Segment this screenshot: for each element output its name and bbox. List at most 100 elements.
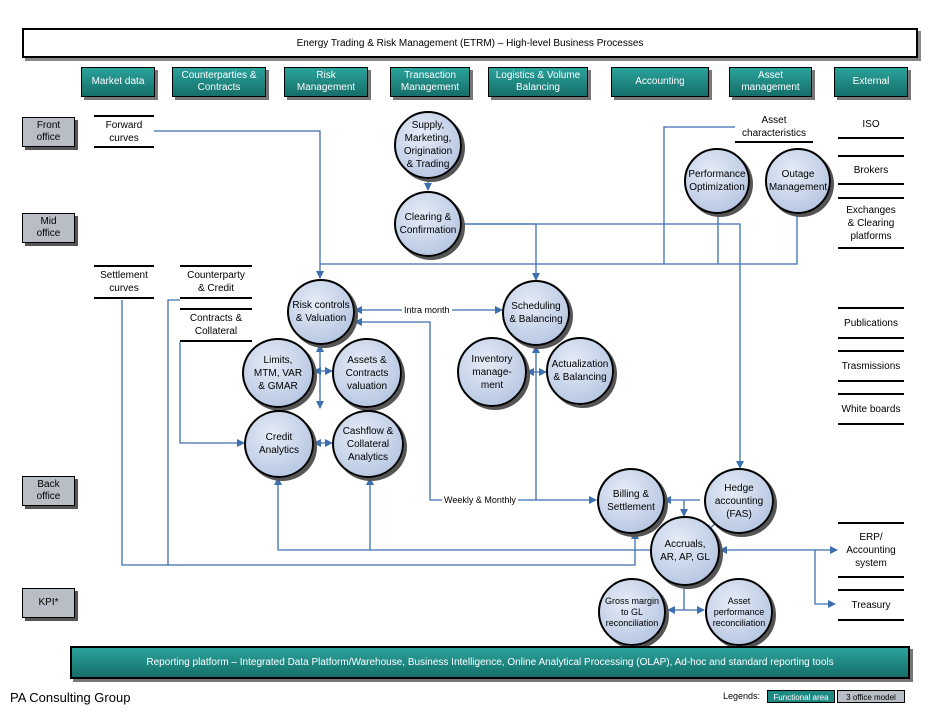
store-label: Collateral [194,326,238,337]
functional-area-label: Logistics & Volume [495,70,581,81]
process-label: Hedge [724,482,754,494]
store-label: platforms [850,230,892,242]
store-label: curves [109,132,139,144]
process-label: (FAS) [726,508,752,520]
process-label: Credit [265,432,293,443]
store-label: Asset [761,114,787,126]
process-label: Performance [688,169,746,180]
process-limits: Limits,MTM, VAR& GMAR [242,338,314,408]
level-label: office [36,228,61,239]
functional-area-label: Transaction [404,70,456,81]
process-label: Actualization [551,359,609,370]
store-label: Exchanges [846,204,896,216]
functional-area-label: Contracts [197,82,241,93]
legend-functional-area: Functional area [767,690,835,703]
process-label: Limits, [263,354,293,366]
process-label: Supply, [411,120,445,131]
process-label: & Valuation [295,313,347,324]
process-label: Inventory [471,353,513,365]
level-label: KPI* [38,597,59,608]
store-label: curves [109,283,139,294]
functional-area-label: management [741,82,800,93]
process-label: & Balancing [509,314,563,325]
process-accruals: Accruals,AR, AP, GL [650,516,720,586]
process-label: Accruals, [664,539,706,550]
process-supply-trading: Supply,Marketing,Origination& Trading [394,111,462,179]
level-label: office [36,132,61,143]
process-label: Clearing & [404,212,452,223]
process-label: accounting [714,495,764,507]
store-label: ERP/ [859,531,883,543]
store-label: Trasmissions [841,360,901,372]
process-clearing: Clearing & Confirmation [394,191,462,257]
process-label: Outage [781,169,815,180]
process-label: Analytics [258,445,299,456]
store-treasury: Treasury [838,589,904,621]
process-label: Contracts [345,367,389,379]
level-kpi: KPI* [22,588,75,618]
process-label: MTM, VAR [253,367,303,379]
store-brokers: Brokers [838,155,904,185]
process-label: to GL [620,606,643,617]
footer-company: PA Consulting Group [10,690,131,705]
functional-area-external: External [834,67,908,97]
store-iso: ISO [838,111,904,139]
legend-office-model: 3 office model [837,690,905,703]
store-label: & Credit [197,283,235,294]
store-label: Brokers [853,164,889,176]
store-label: system [855,557,887,569]
functional-area-label: Risk [316,70,336,81]
process-label: & Trading [406,159,450,170]
process-label: Asset [727,595,751,606]
store-label: ISO [862,118,880,130]
store-counterparty-credit: Counterparty& Credit [180,265,252,299]
process-actualization: Actualization & Balancing [546,337,614,405]
process-label: Confirmation [399,225,457,236]
process-label: Analytics [347,451,388,463]
store-label: Treasury [851,599,891,611]
process-risk-controls: Risk controls& Valuation [287,279,355,345]
functional-area-label: Asset [757,70,783,81]
functional-area-label: Market data [91,76,145,87]
functional-area-label: Management [400,82,460,93]
process-label: performance [713,606,765,617]
process-label: Assets & [347,354,387,366]
process-label: reconciliation [712,617,766,628]
process-label: valuation [346,380,388,392]
level-label: Front [36,120,61,131]
process-label: Scheduling [511,301,561,312]
store-label: White boards [841,403,901,415]
level-label: Back [37,479,60,490]
store-label: Publications [844,317,898,329]
process-label: Origination [403,146,453,157]
store-label: Accounting [846,544,896,556]
flow-label-intra-month: Intra month [402,305,452,316]
process-label: manage- [472,366,512,378]
process-label: Billing & [612,489,650,500]
level-label: Mid [40,216,57,227]
reporting-platform: Reporting platform – Integrated Data Pla… [70,646,910,679]
process-label: Settlement [607,502,655,513]
process-label: & Balancing [553,372,607,383]
store-label: characteristics [742,127,806,139]
process-label: & GMAR [258,380,298,392]
functional-area-label: External [852,76,890,87]
store-label: Contracts & [189,313,243,324]
